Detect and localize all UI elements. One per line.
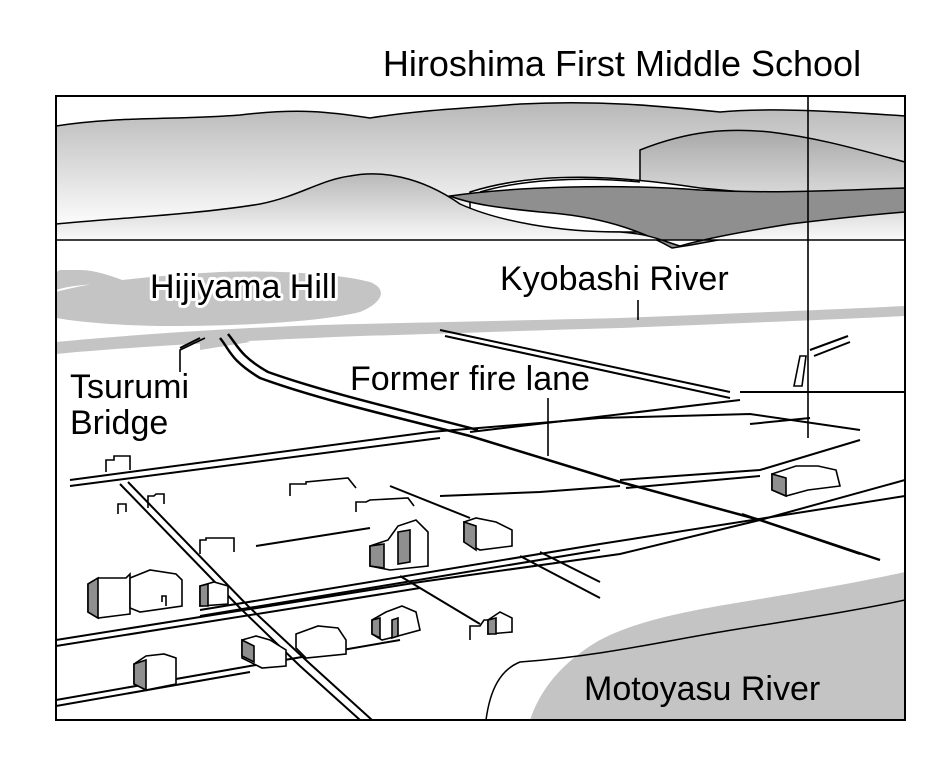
leader-lines <box>179 96 809 456</box>
road-network <box>56 329 905 720</box>
school-marker <box>793 355 807 387</box>
label-hijiyama-hill: Hijiyama Hill <box>150 268 337 306</box>
near-mountains <box>56 173 905 247</box>
label-kyobashi-river: Kyobashi River <box>500 260 729 298</box>
kyobashi-river-shape <box>56 306 905 354</box>
hijiyama-hill-shape <box>56 270 140 290</box>
label-former-fire-lane: Former fire lane <box>350 360 590 398</box>
label-motoyasu-river: Motoyasu River <box>584 670 820 708</box>
buildings <box>87 465 841 692</box>
label-hiroshima-first-middle-school: Hiroshima First Middle School <box>383 43 861 84</box>
label-tsurumi: Tsurumi <box>70 368 189 406</box>
map-frame <box>55 95 906 721</box>
label-bridge: Bridge <box>70 404 168 442</box>
